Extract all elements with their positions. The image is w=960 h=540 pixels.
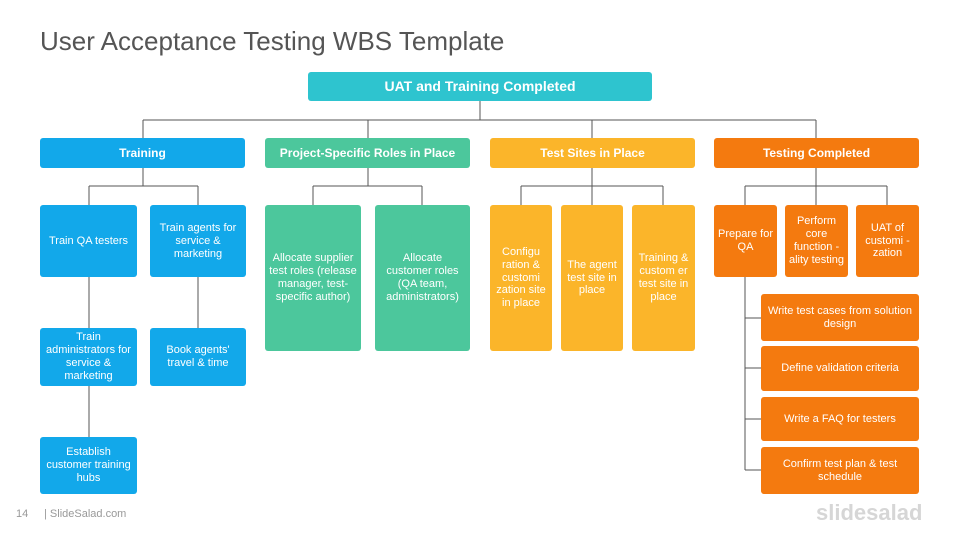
branch-training-header: Training (40, 138, 245, 168)
testing-subtask: Define validation criteria (761, 346, 919, 391)
page-number: 14 (16, 508, 29, 520)
testing-subtask: Write a FAQ for testers (761, 397, 919, 441)
training-item: Train administrators for service & marke… (40, 328, 137, 386)
testing-item: UAT of customi -zation (856, 205, 919, 277)
testing-subtask: Write test cases from solution design (761, 294, 919, 341)
slide-title: User Acceptance Testing WBS Template (40, 26, 505, 56)
sites-item: Configu ration & customi zation site in … (490, 205, 552, 351)
training-item: Book agents' travel & time (150, 328, 246, 386)
training-item: Train QA testers (40, 205, 137, 277)
sites-item: The agent test site in place (561, 205, 623, 351)
testing-item: Perform core function -ality testing (785, 205, 848, 277)
branch-roles-header: Project-Specific Roles in Place (265, 138, 470, 168)
training-item: Establish customer training hubs (40, 437, 137, 494)
training-item: Train agents for service & marketing (150, 205, 246, 277)
roles-item: Allocate customer roles (QA team, admini… (375, 205, 470, 351)
root-node: UAT and Training Completed (308, 72, 652, 101)
testing-item: Prepare for QA (714, 205, 777, 277)
footer-site-link[interactable]: | SlideSalad.com (44, 508, 127, 520)
brand-logo: slidesalad (816, 500, 923, 525)
branch-testing-header: Testing Completed (714, 138, 919, 168)
branch-sites-header: Test Sites in Place (490, 138, 695, 168)
testing-subtask: Confirm test plan & test schedule (761, 447, 919, 494)
sites-item: Training & custom er test site in place (632, 205, 695, 351)
roles-item: Allocate supplier test roles (release ma… (265, 205, 361, 351)
